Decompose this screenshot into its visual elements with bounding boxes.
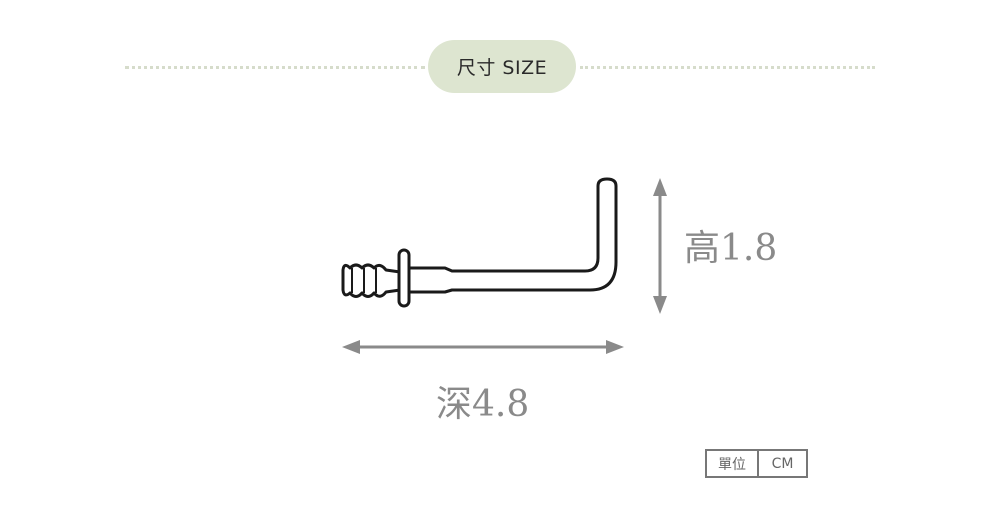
height-label: 高1.8 (684, 228, 778, 269)
divider-right (580, 66, 875, 69)
depth-arrow (342, 340, 624, 354)
section-title-pill: 尺寸 SIZE (428, 40, 576, 93)
unit-box: 單位 CM (705, 449, 808, 478)
hook-illustration (341, 177, 618, 308)
unit-value: CM (771, 455, 794, 472)
hook-thread (341, 263, 402, 298)
hook-shaft (406, 177, 618, 294)
hook-flange (397, 248, 411, 308)
depth-label: 深4.8 (436, 384, 530, 425)
height-arrow (653, 178, 667, 314)
divider-left (125, 66, 425, 69)
unit-label: 單位 (707, 451, 759, 476)
thread-ridges (351, 268, 377, 293)
section-title: 尺寸 SIZE (456, 57, 548, 79)
